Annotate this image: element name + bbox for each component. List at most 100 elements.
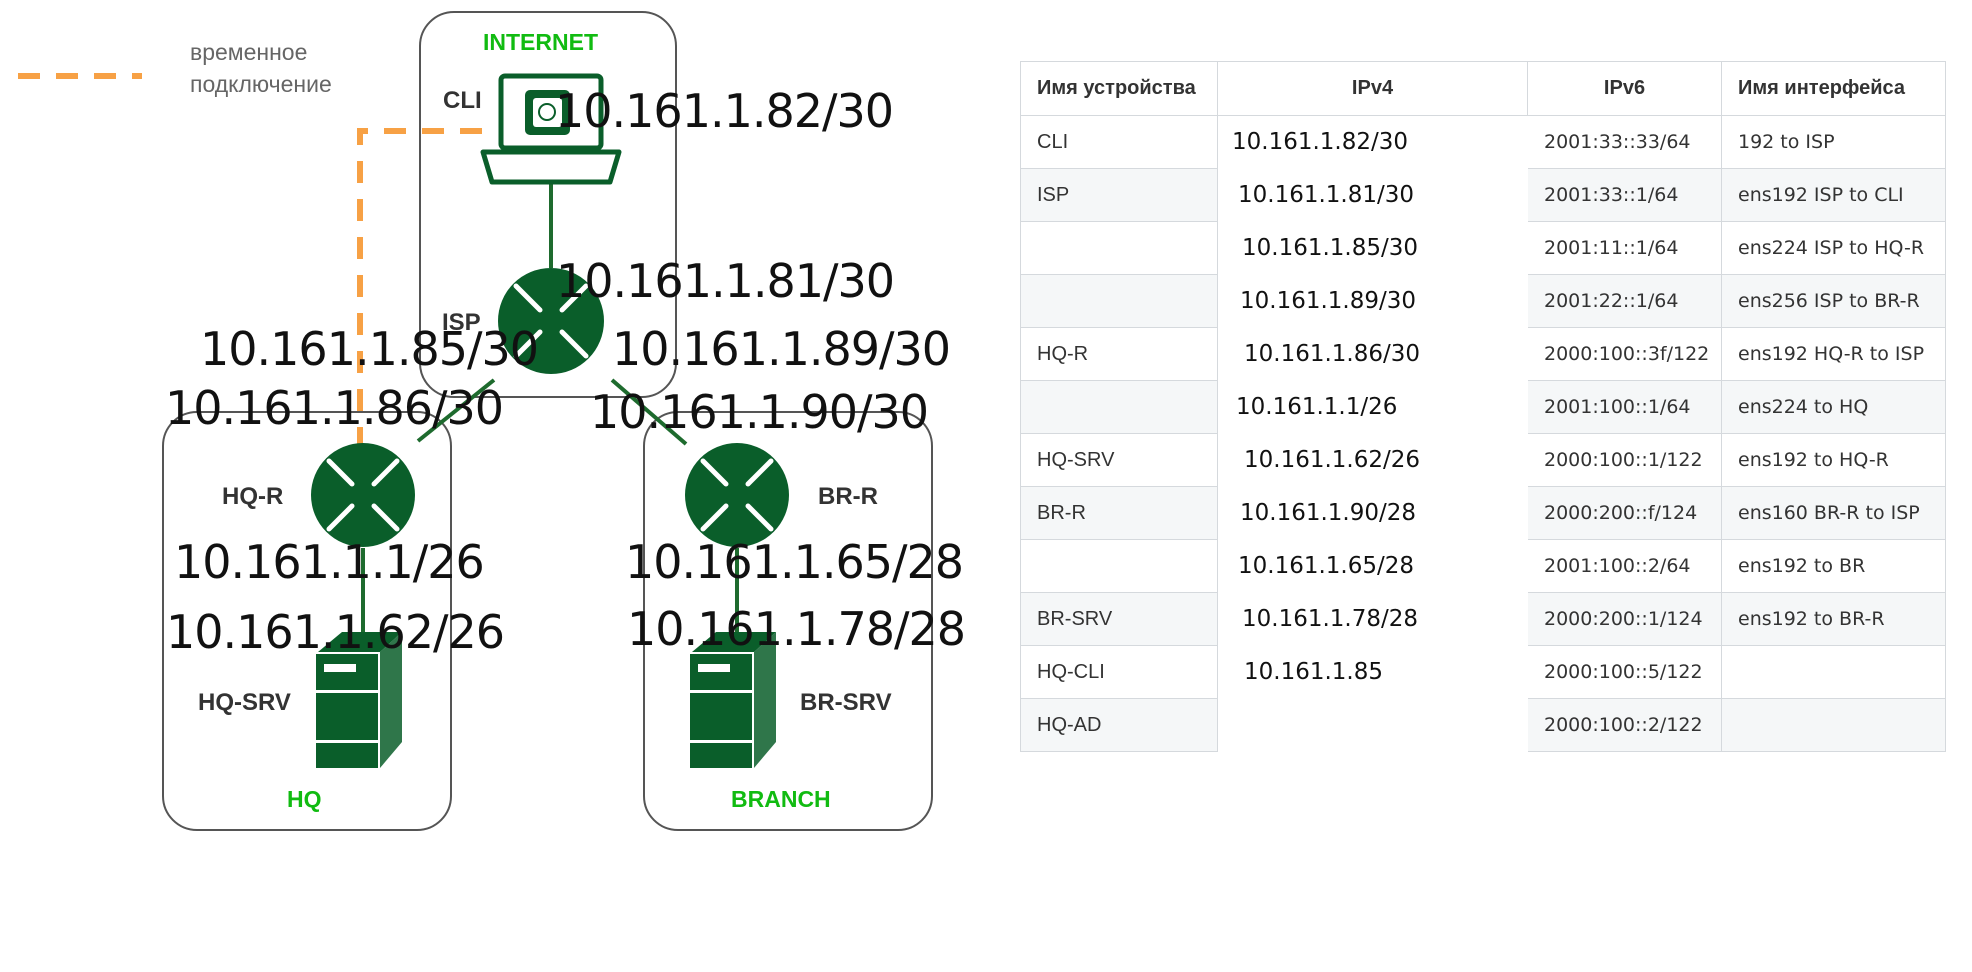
cell-ipv6: 2001:33::33/64 [1527,115,1722,169]
cell-device [1020,380,1218,434]
cell-ipv6: 2000:100::1/122 [1527,433,1722,487]
zone-hq-label: HQ [287,786,322,812]
cell-ipv4-text: 10.161.1.62/26 [1244,447,1421,473]
cell-ipv4-text: 10.161.1.81/30 [1238,182,1415,208]
node-label-cli: CLI [443,87,482,114]
isp-router-icon [498,268,604,374]
cell-device: HQ-CLI [1020,645,1218,699]
cell-ipv4: 10.161.1.82/30 [1217,115,1528,169]
cell-ipv4: 10.161.1.78/28 [1217,592,1528,646]
cell-ipv4: 10.161.1.81/30 [1217,168,1528,222]
cell-device: HQ-R [1020,327,1218,381]
table-row: HQ-CLI 10.161.1.85 2000:100::5/122 [1020,645,1946,699]
cell-device [1020,274,1218,328]
cell-device: CLI [1020,115,1218,169]
cell-ipv6: 2000:100::5/122 [1527,645,1722,699]
cell-ipv4: 10.161.1.62/26 [1217,433,1528,487]
cell-ipv4: 10.161.1.1/26 [1217,380,1528,434]
cell-device: BR-R [1020,486,1218,540]
cell-interface: ens192 to BR [1721,539,1946,593]
cell-ipv6: 2001:33::1/64 [1527,168,1722,222]
header-ipv6: IPv6 [1527,61,1722,116]
ip-label-br-r-lan: 10.161.1.65/28 [625,535,963,589]
zone-branch-box [643,411,933,831]
hq-r-router-icon [311,443,415,547]
ip-label-isp-br: 10.161.1.89/30 [612,322,950,376]
table-row: CLI 10.161.1.82/30 2001:33::33/64 192 to… [1020,115,1946,169]
cell-ipv4-text: 10.161.1.89/30 [1240,288,1417,314]
cell-ipv4-text: 10.161.1.85/30 [1242,235,1419,261]
table-row: 10.161.1.85/30 2001:11::1/64 ens224 ISP … [1020,221,1946,275]
node-label-br-srv: BR-SRV [800,689,892,716]
cell-ipv4 [1217,698,1528,752]
table-row: ISP 10.161.1.81/30 2001:33::1/64 ens192 … [1020,168,1946,222]
node-label-isp: ISP [442,309,481,336]
cell-interface: ens192 HQ-R to ISP [1721,327,1946,381]
temporary-connection-line [357,128,482,452]
ip-label-br-srv: 10.161.1.78/28 [627,602,965,656]
cell-device: ISP [1020,168,1218,222]
link-isp-hq-r [416,378,496,443]
cell-ipv6: 2001:11::1/64 [1527,221,1722,275]
hq-srv-server-icon [316,632,402,768]
cell-ipv4-text: 10.161.1.90/28 [1240,500,1417,526]
legend-label-line2: подключение [190,71,332,97]
table-row: 10.161.1.1/26 2001:100::1/64 ens224 to H… [1020,380,1946,434]
cli-laptop-icon [480,73,622,185]
cell-interface [1721,698,1946,752]
cell-interface: ens192 ISP to CLI [1721,168,1946,222]
header-device-name: Имя устройства [1020,61,1218,116]
cell-device: HQ-SRV [1020,433,1218,487]
node-label-hq-r: HQ-R [222,483,283,510]
cell-interface: ens224 to HQ [1721,380,1946,434]
address-table: Имя устройства IPv4 IPv6 Имя интерфейса … [1020,61,1946,752]
cell-ipv4: 10.161.1.65/28 [1217,539,1528,593]
cell-ipv4: 10.161.1.89/30 [1217,274,1528,328]
header-ipv4: IPv4 [1217,61,1528,116]
cell-ipv6: 2000:100::3f/122 [1527,327,1722,381]
cell-ipv4: 10.161.1.85/30 [1217,221,1528,275]
ip-label-hq-srv: 10.161.1.62/26 [166,605,504,659]
zone-internet-box [419,11,677,398]
link-isp-br-r [610,378,688,446]
cell-ipv4: 10.161.1.86/30 [1217,327,1528,381]
table-row: HQ-R 10.161.1.86/30 2000:100::3f/122 ens… [1020,327,1946,381]
table-row: HQ-SRV 10.161.1.62/26 2000:100::1/122 en… [1020,433,1946,487]
node-label-br-r: BR-R [818,483,878,510]
cell-interface [1721,645,1946,699]
cell-ipv4: 10.161.1.90/28 [1217,486,1528,540]
cell-device [1020,539,1218,593]
header-interface-name: Имя интерфейса [1721,61,1946,116]
br-srv-server-icon [690,632,776,768]
ip-label-cli: 10.161.1.82/30 [555,84,893,138]
table-row: BR-R 10.161.1.90/28 2000:200::f/124 ens1… [1020,486,1946,540]
cell-ipv4-text: 10.161.1.78/28 [1242,606,1419,632]
cell-ipv6: 2000:200::f/124 [1527,486,1722,540]
zone-hq-box [162,411,452,831]
table-row: HQ-AD 2000:100::2/122 [1020,698,1946,752]
legend-label-line1: временное [190,39,307,65]
ip-label-br-r-wan: 10.161.1.90/30 [590,385,928,439]
cell-device: BR-SRV [1020,592,1218,646]
cell-interface: ens192 to BR-R [1721,592,1946,646]
cell-interface: ens160 BR-R to ISP [1721,486,1946,540]
cell-ipv4-text: 10.161.1.82/30 [1232,129,1409,155]
node-label-hq-srv: HQ-SRV [198,689,291,716]
cell-ipv6: 2001:100::2/64 [1527,539,1722,593]
network-diagram: временное подключение INTERNET HQ BRANCH… [18,11,966,831]
ip-label-isp-top: 10.161.1.81/30 [556,254,894,308]
address-table-container: Имя устройства IPv4 IPv6 Имя интерфейса … [1020,61,1946,752]
table-row: 10.161.1.89/30 2001:22::1/64 ens256 ISP … [1020,274,1946,328]
zone-branch-label: BRANCH [731,786,831,812]
ip-label-isp-hq: 10.161.1.85/30 [200,322,538,376]
table-row: 10.161.1.65/28 2001:100::2/64 ens192 to … [1020,539,1946,593]
ip-label-hq-r-lan: 10.161.1.1/26 [174,535,484,589]
cell-interface: ens224 ISP to HQ-R [1721,221,1946,275]
cell-ipv6: 2000:100::2/122 [1527,698,1722,752]
cell-device: HQ-AD [1020,698,1218,752]
cell-ipv4-text: 10.161.1.65/28 [1238,553,1415,579]
cell-ipv4-text: 10.161.1.86/30 [1244,341,1421,367]
cell-device [1020,221,1218,275]
ip-label-hq-r-wan: 10.161.1.86/30 [165,381,503,435]
br-r-router-icon [685,443,789,547]
